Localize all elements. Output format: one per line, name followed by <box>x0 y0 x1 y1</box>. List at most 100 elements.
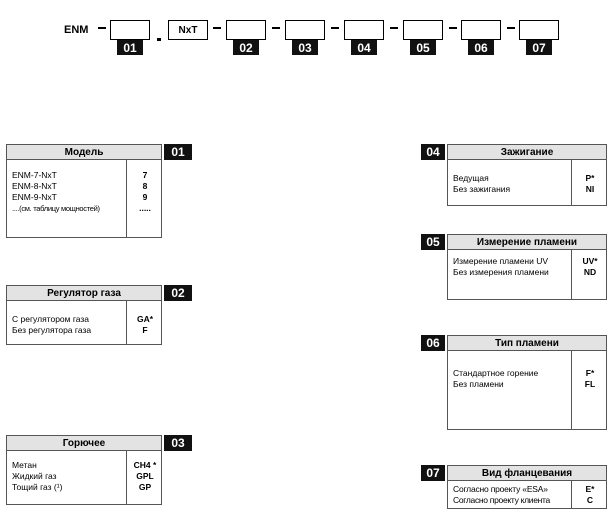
code-slot-01-number: 01 <box>117 40 143 55</box>
code-slot-06-number: 06 <box>468 40 494 55</box>
fuel-table-number: 03 <box>164 435 192 451</box>
option-label: Согласно проекту «ESA» <box>453 484 548 494</box>
code-slot-01-box <box>110 20 150 40</box>
option-label: ....(см. таблицу мощностей) <box>12 204 100 213</box>
flame-measurement-table-body: Измерение пламени UV UV* Без измерения п… <box>447 250 607 300</box>
flame-type-table: 06 Тип пламени Стандартное горение F* Бе… <box>421 335 607 430</box>
option-code: P* <box>585 173 595 183</box>
code-slot-03-box <box>285 20 325 40</box>
table-row: Согласно проекту «ESA» E* <box>448 484 606 495</box>
column-divider <box>571 160 572 205</box>
fuel-table: Горючее 03 Метан CH4 * Жидкий газ GPL То… <box>6 435 192 505</box>
table-row: Без регулятора газа F <box>7 325 161 336</box>
ignition-table-body: Ведущая P* Без зажигания NI <box>447 160 607 206</box>
option-code: 9 <box>142 192 148 202</box>
flange-type-table-title: Вид фланцевания <box>447 465 607 481</box>
table-row: Ведущая P* <box>448 173 606 184</box>
option-label: Без регулятора газа <box>12 325 92 335</box>
gas-regulator-table-number: 02 <box>164 285 192 301</box>
option-label: Жидкий газ <box>12 471 57 481</box>
column-divider <box>571 481 572 508</box>
option-code: FL <box>584 379 596 389</box>
ignition-table-number: 04 <box>421 144 445 160</box>
flame-type-table-body: Стандартное горение F* Без пламени FL <box>447 351 607 430</box>
code-separator <box>213 27 221 29</box>
table-row: ....(см. таблицу мощностей) ..... <box>7 203 161 214</box>
option-label: Без зажигания <box>453 184 511 194</box>
flange-type-table: 07 Вид фланцевания Согласно проекту «ESA… <box>421 465 607 509</box>
flame-type-table-number: 06 <box>421 335 445 351</box>
option-label: ENM-9-NxT <box>12 192 57 202</box>
flame-measurement-table-title: Измерение пламени <box>447 234 607 250</box>
option-code: C <box>586 495 594 505</box>
option-code: CH4 * <box>133 460 157 470</box>
code-slot-02-box <box>226 20 266 40</box>
code-slot-02-number: 02 <box>233 40 259 55</box>
gas-regulator-table: Регулятор газа 02 С регулятором газа GA*… <box>6 285 192 345</box>
option-label: Согласно проекту клиента <box>453 495 550 505</box>
gas-regulator-table-body: С регулятором газа GA* Без регулятора га… <box>6 301 162 345</box>
option-label: Метан <box>12 460 37 470</box>
code-slot-04-number: 04 <box>351 40 377 55</box>
table-row: Жидкий газ GPL <box>7 471 161 482</box>
code-separator <box>272 27 280 29</box>
code-separator <box>507 27 515 29</box>
code-slot-05-box <box>403 20 443 40</box>
option-code: GPL <box>136 471 154 481</box>
option-label: ENM-7-NxT <box>12 170 57 180</box>
column-divider <box>571 250 572 299</box>
gas-regulator-table-title: Регулятор газа <box>6 285 162 301</box>
model-table-number: 01 <box>164 144 192 160</box>
flange-type-table-body: Согласно проекту «ESA» E* Согласно проек… <box>447 481 607 509</box>
flame-measurement-table: 05 Измерение пламени Измерение пламени U… <box>421 234 607 300</box>
option-code: E* <box>585 484 595 494</box>
table-row: Без измерения пламени ND <box>448 267 606 278</box>
option-code: F <box>142 325 148 335</box>
column-divider <box>126 160 127 237</box>
table-row: С регулятором газа GA* <box>7 314 161 325</box>
table-row: Измерение пламени UV UV* <box>448 256 606 267</box>
fuel-table-title: Горючее <box>6 435 162 451</box>
table-row: Без пламени FL <box>448 379 606 390</box>
model-table-body: ENM-7-NxT 7 ENM-8-NxT 8 ENM-9-NxT 9 ....… <box>6 160 162 238</box>
option-code: UV* <box>582 256 598 266</box>
table-row: Метан CH4 * <box>7 460 161 471</box>
code-slot-05-number: 05 <box>410 40 436 55</box>
fuel-table-body: Метан CH4 * Жидкий газ GPL Тощий газ (¹)… <box>6 451 162 505</box>
code-separator <box>98 27 106 29</box>
code-slot-07-box <box>519 20 559 40</box>
option-code: NI <box>585 184 595 194</box>
code-slot-06-box <box>461 20 501 40</box>
option-label: Без измерения пламени <box>453 267 549 277</box>
option-code: 8 <box>142 181 148 191</box>
code-separator <box>449 27 457 29</box>
model-table: Модель 01 ENM-7-NxT 7 ENM-8-NxT 8 ENM-9-… <box>6 144 192 238</box>
ignition-table-title: Зажигание <box>447 144 607 160</box>
option-label: ENM-8-NxT <box>12 181 57 191</box>
flame-type-table-title: Тип пламени <box>447 335 607 351</box>
option-code: 7 <box>142 170 148 180</box>
table-row: ENM-8-NxT 8 <box>7 181 161 192</box>
code-slot-04-box <box>344 20 384 40</box>
table-row: ENM-9-NxT 9 <box>7 192 161 203</box>
column-divider <box>126 451 127 504</box>
code-separator <box>157 38 161 41</box>
code-slot-07-number: 07 <box>526 40 552 55</box>
option-label: С регулятором газа <box>12 314 90 324</box>
table-row: Без зажигания NI <box>448 184 606 195</box>
option-code: ND <box>583 267 597 277</box>
model-table-title: Модель <box>6 144 162 160</box>
flame-measurement-table-number: 05 <box>421 234 445 250</box>
code-prefix: ENM <box>64 24 89 36</box>
column-divider <box>571 351 572 429</box>
option-code: F* <box>585 368 595 378</box>
option-label: Ведущая <box>453 173 489 183</box>
table-row: ENM-7-NxT 7 <box>7 170 161 181</box>
column-divider <box>126 301 127 344</box>
ignition-table: 04 Зажигание Ведущая P* Без зажигания NI <box>421 144 607 206</box>
code-separator <box>331 27 339 29</box>
option-label: Тощий газ (¹) <box>12 482 63 492</box>
option-code: ..... <box>139 203 151 213</box>
code-slot-03-number: 03 <box>292 40 318 55</box>
option-label: Измерение пламени UV <box>453 256 549 266</box>
